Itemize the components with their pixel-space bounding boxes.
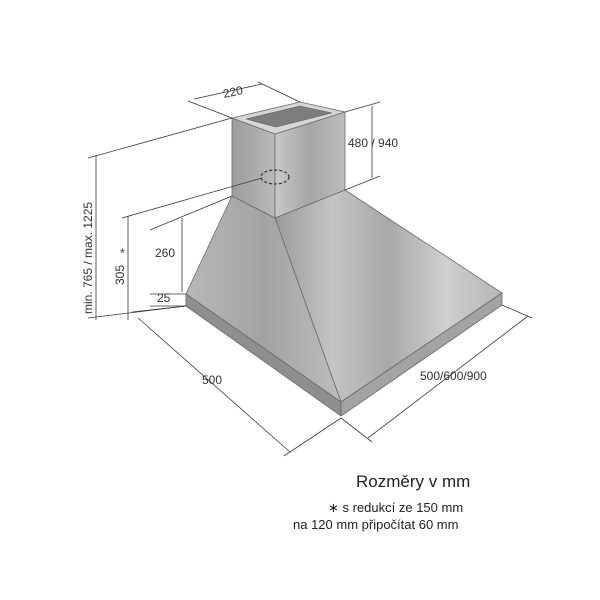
caption-note-line1: ∗ s redukcí ze 150 mm	[328, 500, 464, 515]
label-reducer-height: 305	[113, 265, 127, 285]
label-depth: 500	[202, 373, 222, 387]
hood-chimney	[230, 101, 347, 219]
label-total-height: min. 765 / max. 1225	[81, 202, 95, 314]
dimension-lines	[87, 81, 533, 457]
duct-outlet-icon	[260, 169, 290, 185]
label-chimney-height: 480 / 940	[348, 136, 398, 150]
label-width: 500/600/900	[420, 369, 487, 383]
hood-canopy	[185, 189, 503, 417]
label-canopy-height: 260	[155, 246, 175, 260]
caption-note-line2: na 120 mm připočítat 60 mm	[293, 517, 459, 532]
label-chimney-width: 220	[222, 83, 245, 101]
label-base-height: 25	[157, 291, 171, 305]
caption-title: Rozměry v mm	[356, 472, 471, 491]
label-reducer-star: *	[120, 246, 125, 260]
